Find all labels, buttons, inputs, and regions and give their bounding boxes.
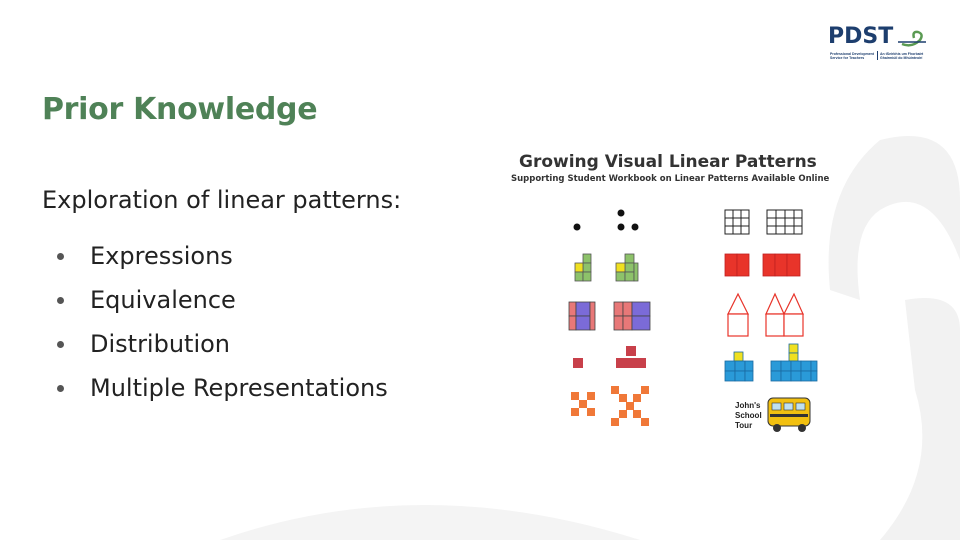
tour-label-line: Tour <box>735 421 753 430</box>
slide-title: Prior Knowledge <box>42 92 318 127</box>
school-bus-icon <box>767 397 811 432</box>
bullet-item: Expressions <box>42 234 388 278</box>
house-pattern-icon <box>727 292 804 337</box>
tour-label-line: John's <box>735 401 761 410</box>
bullet-text: Distribution <box>90 330 231 358</box>
green-tile-pattern-icon <box>574 253 639 282</box>
bullet-item: Equivalence <box>42 278 388 322</box>
pdst-logo: PDST Professional Development Service fo… <box>828 22 928 64</box>
bullet-text: Equivalence <box>90 286 236 314</box>
blue-tile-pattern-icon <box>724 343 818 382</box>
logo-tagline-right: An tSeirbhís um Fhorbairt Ghairmiúil do … <box>880 52 924 60</box>
figure-title: Growing Visual Linear Patterns <box>519 152 817 172</box>
bullet-text: Multiple Representations <box>90 374 388 402</box>
logo-swirl-icon <box>898 30 926 47</box>
bullet-dot-icon <box>57 340 64 348</box>
purple-tile-pattern-icon <box>568 301 651 331</box>
figure-subtitle: Supporting Student Workbook on Linear Pa… <box>511 174 830 184</box>
linear-patterns-figure: Growing Visual Linear Patterns Supportin… <box>505 148 835 440</box>
red-tile-pattern-icon <box>724 253 801 277</box>
bullet-item: Multiple Representations <box>42 366 388 410</box>
bullet-dot-icon <box>57 296 64 304</box>
maroon-tile-pattern-icon <box>573 346 646 368</box>
pattern-illustrations <box>568 209 818 432</box>
logo-divider <box>877 51 878 60</box>
tour-label: John's School Tour <box>735 401 762 431</box>
logo-tagline-left: Professional Development Service for Tea… <box>830 52 874 60</box>
orange-x-pattern-icon <box>571 386 649 426</box>
tour-label-line: School <box>735 411 762 420</box>
dot-pattern-icon <box>573 209 639 231</box>
grid-pattern-icon <box>724 209 803 235</box>
bullet-item: Distribution <box>42 322 388 366</box>
bullet-dot-icon <box>57 252 64 260</box>
bullet-dot-icon <box>57 384 64 392</box>
intro-text: Exploration of linear patterns: <box>42 186 402 214</box>
pdst-logo-text: PDST <box>828 24 894 49</box>
bullet-text: Expressions <box>90 242 233 270</box>
bullet-list: Expressions Equivalence Distribution Mul… <box>42 234 388 410</box>
